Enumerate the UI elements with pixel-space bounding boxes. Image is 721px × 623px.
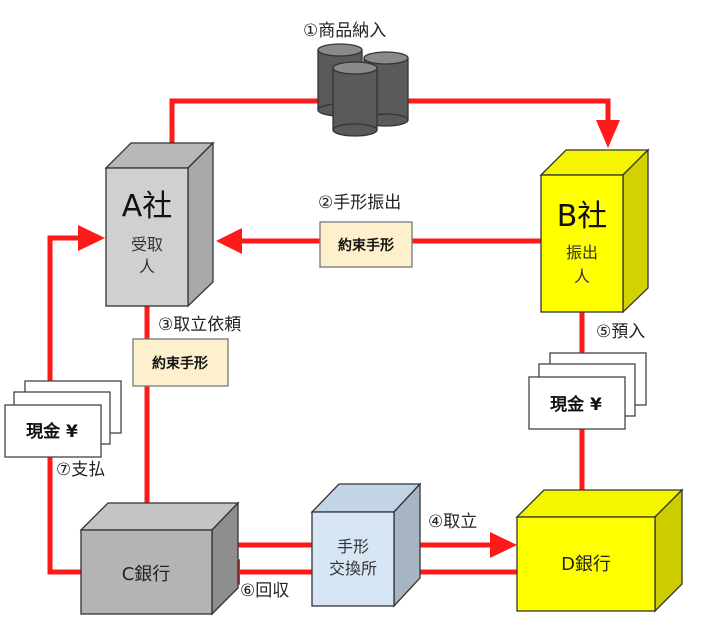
arrow-to-d-collect (490, 532, 517, 558)
promissory-note-label: 約束手形 (152, 355, 208, 372)
arrow-to-b (596, 120, 620, 148)
clearing-house-box: 手形 交換所 (310, 482, 422, 608)
step-6-label: ⑥回収 (240, 581, 289, 601)
cash-label: 現金 ¥ (26, 421, 78, 442)
clearing-house-line-1: 手形 (337, 537, 369, 556)
step-5-label: ⑤預入 (596, 322, 645, 342)
cash-stack-left: 現金 ¥ (4, 380, 122, 458)
bank-d-box: D銀行 (515, 488, 684, 613)
company-a-name: A社 (122, 189, 173, 224)
bank-c-name: C銀行 (122, 564, 171, 585)
promissory-note-middle: 約束手形 (132, 338, 229, 387)
cash-stack-right: 現金 ¥ (528, 352, 647, 430)
step-7-label: ⑦支払 (56, 460, 105, 480)
goods-cylinders-icon (317, 43, 409, 137)
bank-d-name: D銀行 (561, 554, 611, 575)
clearing-house-line-2: 交換所 (329, 559, 377, 578)
arrow-to-a-payment (78, 225, 105, 251)
step-3-label: ③取立依頼 (158, 315, 241, 335)
company-a-role-2: 人 (139, 257, 155, 276)
company-b-role-2: 人 (574, 267, 590, 286)
company-a-role-1: 受取 (131, 235, 163, 254)
bank-c-box: C銀行 (79, 501, 240, 616)
cash-label: 現金 ¥ (550, 394, 602, 415)
step-1-label: ①商品納入 (303, 21, 386, 41)
company-b-role-1: 振出 (566, 243, 598, 262)
company-a-box: A社 受取 人 (104, 141, 215, 308)
company-b-name: B社 (557, 199, 608, 234)
promissory-note-top: 約束手形 (319, 221, 413, 268)
company-b-box: B社 振出 人 (539, 148, 650, 314)
promissory-note-label: 約束手形 (338, 237, 394, 254)
step-4-label: ④取立 (428, 512, 477, 532)
arrow-to-a (216, 228, 242, 254)
step-2-label: ②手形振出 (318, 193, 401, 213)
